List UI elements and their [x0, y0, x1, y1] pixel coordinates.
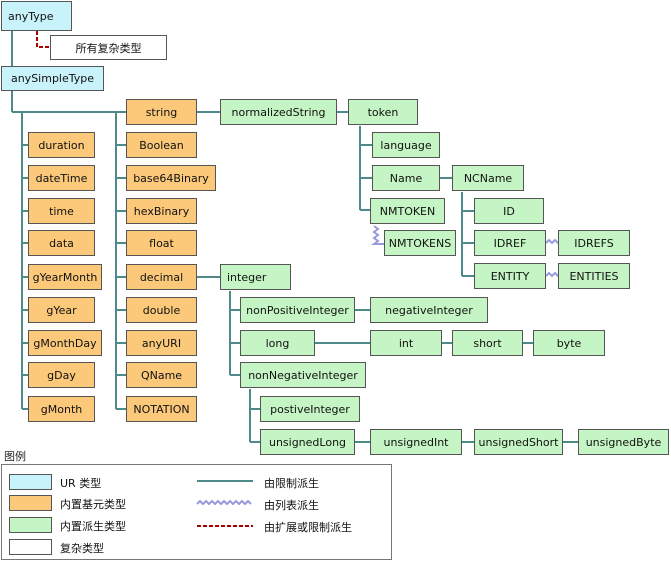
- node-entities: ENTITIES: [558, 263, 630, 289]
- node-postiveinteger: postiveInteger: [260, 396, 360, 422]
- node-language: language: [372, 132, 440, 158]
- node-qname: QName: [126, 362, 197, 388]
- node-decimal: decimal: [126, 264, 197, 290]
- node-unsignedlong: unsignedLong: [260, 429, 355, 455]
- node-gmonthday: gMonthDay: [28, 330, 102, 356]
- legend-line-samples: [196, 480, 253, 527]
- node-hexbinary: hexBinary: [126, 198, 197, 224]
- node-all-complex-types: 所有复杂类型: [50, 35, 167, 60]
- node-string: string: [126, 99, 197, 125]
- legend-label-primitive: 内置基元类型: [60, 498, 126, 511]
- node-gyear: gYear: [28, 297, 95, 323]
- node-data: data: [28, 230, 95, 256]
- node-negativeinteger: negativeInteger: [370, 297, 488, 323]
- node-boolean: Boolean: [126, 132, 197, 158]
- node-nmtoken: NMTOKEN: [370, 198, 445, 224]
- legend-label-complex: 复杂类型: [60, 542, 104, 555]
- node-time: time: [28, 198, 95, 224]
- node-anytype: anyType: [1, 1, 72, 31]
- node-idrefs: IDREFS: [558, 230, 630, 256]
- legend-label-extension: 由扩展或限制派生: [264, 521, 352, 534]
- node-datetime: dateTime: [28, 165, 95, 191]
- legend-swatch-derived: [9, 517, 52, 533]
- node-duration: duration: [28, 132, 95, 158]
- node-idref: IDREF: [474, 230, 546, 256]
- node-unsignedbyte: unsignedByte: [578, 429, 669, 455]
- node-int: int: [370, 330, 442, 356]
- node-double: double: [126, 297, 197, 323]
- legend-swatch-complex: [9, 539, 52, 555]
- legend-label-list: 由列表派生: [264, 499, 319, 512]
- node-anyuri: anyURI: [126, 330, 197, 356]
- node-name: Name: [372, 165, 440, 191]
- node-token: token: [348, 99, 418, 125]
- node-short: short: [452, 330, 523, 356]
- legend-swatch-primitive: [9, 495, 52, 511]
- node-normalizedstring: normalizedString: [220, 99, 337, 125]
- node-entity: ENTITY: [474, 263, 546, 289]
- node-float: float: [126, 230, 197, 256]
- legend-swatch-ur: [9, 474, 52, 490]
- node-nonpositiveinteger: nonPositiveInteger: [240, 297, 355, 323]
- node-unsignedshort: unsignedShort: [474, 429, 563, 455]
- node-notation: NOTATION: [126, 396, 197, 422]
- node-unsignedint: unsignedInt: [370, 429, 462, 455]
- node-base64binary: base64Binary: [126, 165, 216, 191]
- legend-label-derived: 内置派生类型: [60, 520, 126, 533]
- node-long: long: [240, 330, 315, 356]
- node-ncname: NCName: [452, 165, 524, 191]
- node-gday: gDay: [28, 362, 95, 388]
- node-nonnegativeinteger: nonNegativeInteger: [240, 362, 366, 388]
- node-gyearmonth: gYearMonth: [28, 264, 102, 290]
- legend: UR 类型 内置基元类型 内置派生类型 复杂类型 由限制派生 由列表派生 由扩展…: [1, 464, 392, 560]
- node-anysimpletype: anySimpleType: [1, 66, 104, 91]
- node-integer: integer: [220, 264, 291, 290]
- node-nmtokens: NMTOKENS: [384, 230, 456, 256]
- legend-title: 图例: [4, 450, 26, 463]
- node-byte: byte: [533, 330, 605, 356]
- node-gmonth: gMonth: [28, 396, 95, 422]
- legend-label-ur: UR 类型: [60, 477, 102, 490]
- node-id: ID: [474, 198, 544, 224]
- legend-label-restriction: 由限制派生: [264, 477, 319, 490]
